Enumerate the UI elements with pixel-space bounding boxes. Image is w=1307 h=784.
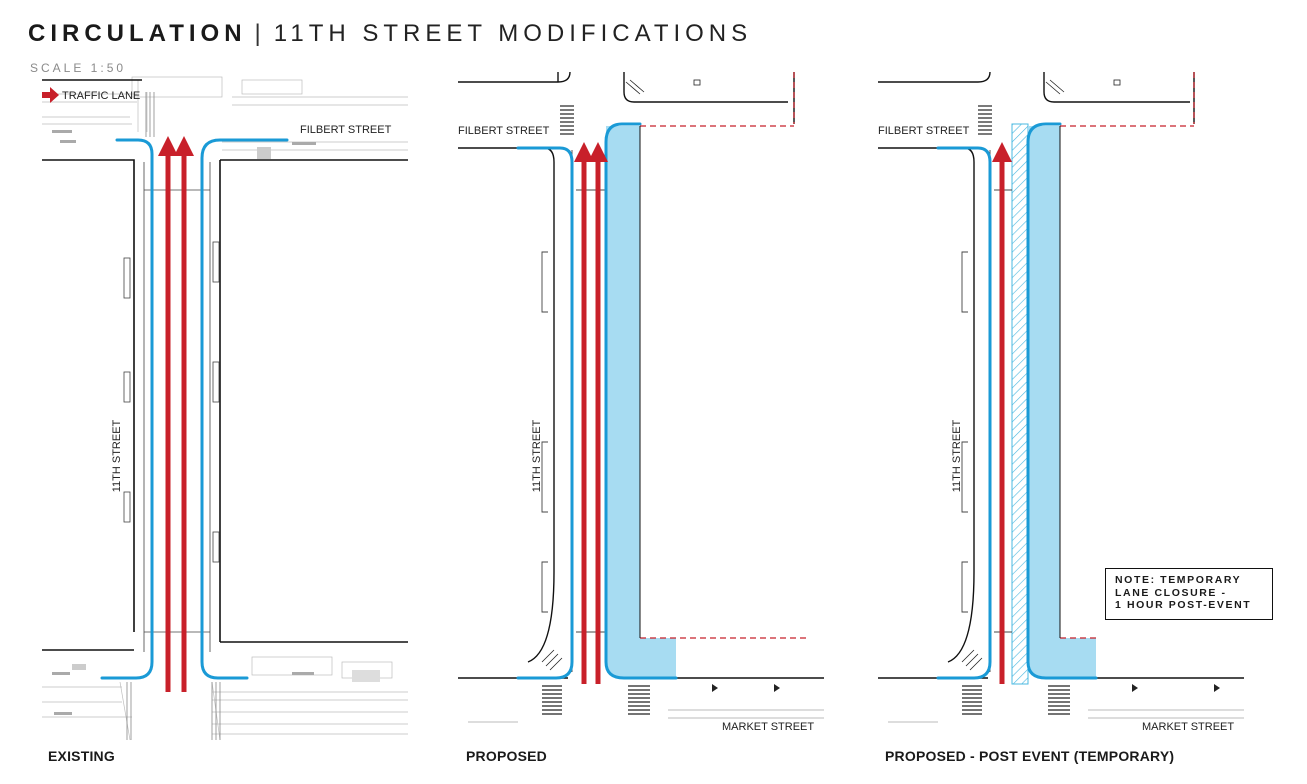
proposed-plaza-area bbox=[606, 126, 676, 678]
post-event-crosswalks bbox=[962, 105, 1070, 715]
title-subtitle: 11TH STREET MODIFICATIONS bbox=[273, 20, 753, 47]
post-event-plan-drawing: FILBERT STREET 11TH STREET MARKET STREET bbox=[878, 72, 1244, 733]
existing-traffic-lanes bbox=[158, 136, 194, 692]
proposed-block-outlines bbox=[458, 72, 824, 679]
street-label-filbert: FILBERT STREET bbox=[878, 125, 970, 137]
post-event-corner-detail bbox=[961, 79, 1121, 671]
page-title: CIRCULATION | 11TH STREET MODIFICATIONS bbox=[28, 20, 752, 48]
existing-background-linework bbox=[42, 76, 408, 740]
caption-post-event: PROPOSED - POST EVENT (TEMPORARY) bbox=[885, 748, 1175, 764]
street-label-11th: 11TH STREET bbox=[531, 419, 543, 492]
existing-block-outlines bbox=[42, 79, 408, 651]
existing-tiny-annotations bbox=[52, 130, 380, 715]
street-label-market: MARKET STREET bbox=[1142, 721, 1234, 733]
proposed-market-street-lines bbox=[468, 709, 824, 723]
existing-plan-drawing: TRAFFIC LANE FILBERT STREET 11TH STREET bbox=[42, 76, 408, 740]
scale-label: SCALE 1:50 bbox=[30, 61, 127, 75]
proposed-traffic-lanes bbox=[574, 142, 608, 684]
street-label-11th: 11TH STREET bbox=[951, 419, 963, 492]
post-event-market-street-lines bbox=[888, 709, 1244, 723]
proposed-frontage-line bbox=[640, 72, 808, 639]
post-event-street-symbols bbox=[1132, 684, 1220, 692]
note-line-1: NOTE: TEMPORARY bbox=[1115, 574, 1242, 586]
proposed-crosswalks bbox=[542, 105, 650, 715]
post-event-bike-lanes bbox=[936, 122, 1098, 680]
note-line-2: LANE CLOSURE - bbox=[1115, 586, 1227, 599]
legend-traffic-lane-label: TRAFFIC LANE bbox=[62, 90, 140, 102]
temporary-lane-closure-hatch bbox=[1011, 123, 1029, 685]
proposed-plan-drawing: FILBERT STREET 11TH STREET MARKET STREET bbox=[458, 72, 824, 733]
temporary-closure-note: NOTE: TEMPORARY LANE CLOSURE - 1 HOUR PO… bbox=[1105, 568, 1273, 620]
panel-post-event: FILBERT STREET 11TH STREET MARKET STREET bbox=[878, 72, 1244, 740]
existing-bike-lanes bbox=[100, 138, 289, 680]
title-bold: CIRCULATION bbox=[28, 20, 247, 47]
traffic-lane-legend-arrow-icon bbox=[42, 87, 59, 103]
proposed-bike-lanes bbox=[516, 122, 678, 680]
title-separator: | bbox=[254, 20, 266, 47]
panel-proposed: FILBERT STREET 11TH STREET MARKET STREET bbox=[458, 72, 824, 740]
post-event-plaza-area bbox=[1028, 126, 1096, 678]
street-label-11th: 11TH STREET bbox=[111, 419, 123, 492]
note-line-3: 1 HOUR POST-EVENT bbox=[1115, 599, 1252, 611]
street-label-market: MARKET STREET bbox=[722, 721, 814, 733]
caption-proposed: PROPOSED bbox=[466, 748, 547, 764]
panel-existing: TRAFFIC LANE FILBERT STREET 11TH STREET bbox=[42, 72, 408, 740]
existing-crosswalks bbox=[126, 92, 221, 740]
proposed-corner-detail bbox=[541, 79, 701, 671]
caption-existing: EXISTING bbox=[48, 748, 115, 764]
street-label-filbert: FILBERT STREET bbox=[458, 125, 550, 137]
proposed-street-symbols bbox=[712, 684, 780, 692]
street-label-filbert: FILBERT STREET bbox=[300, 124, 392, 136]
post-event-frontage-line bbox=[1060, 72, 1195, 639]
existing-curb-lines bbox=[123, 162, 220, 652]
